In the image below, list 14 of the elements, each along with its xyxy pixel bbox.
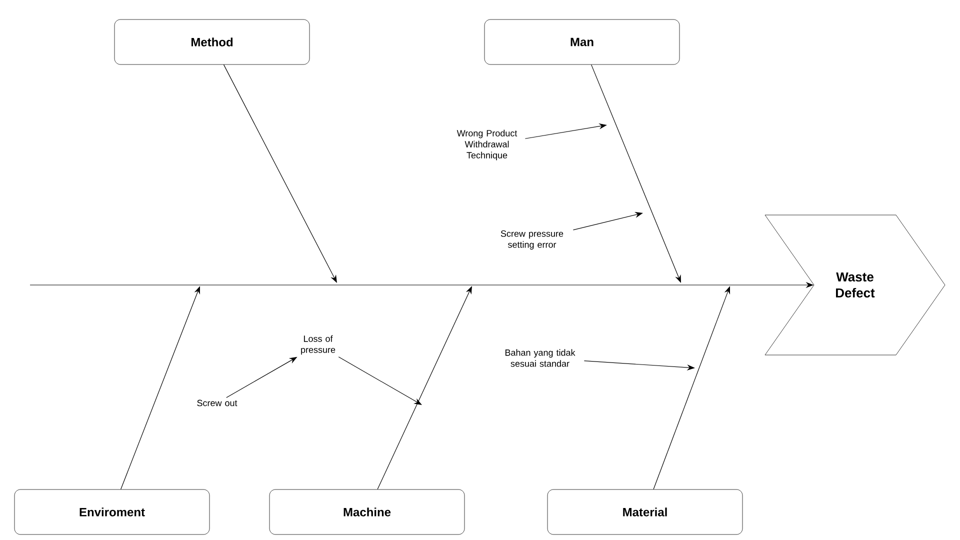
cause-label: Loss of pressure [301,335,336,355]
arrow [223,64,337,283]
cause-label: Bahan yang tidak sesuai standar [505,349,576,367]
cause-label: Screw out [197,400,238,406]
effect-chevron: Waste Defect [764,214,946,356]
category-box: Material [547,489,743,535]
cause-label: Wrong Product Withdrawal Technique [456,130,518,160]
category-box: Man [484,19,680,65]
arrow [377,286,472,490]
category-box: Method [114,19,310,65]
cause-label: Screw pressure setting error [500,230,564,250]
category-box: Enviroment [14,489,210,535]
category-box: Machine [269,489,465,535]
arrow [338,356,422,405]
